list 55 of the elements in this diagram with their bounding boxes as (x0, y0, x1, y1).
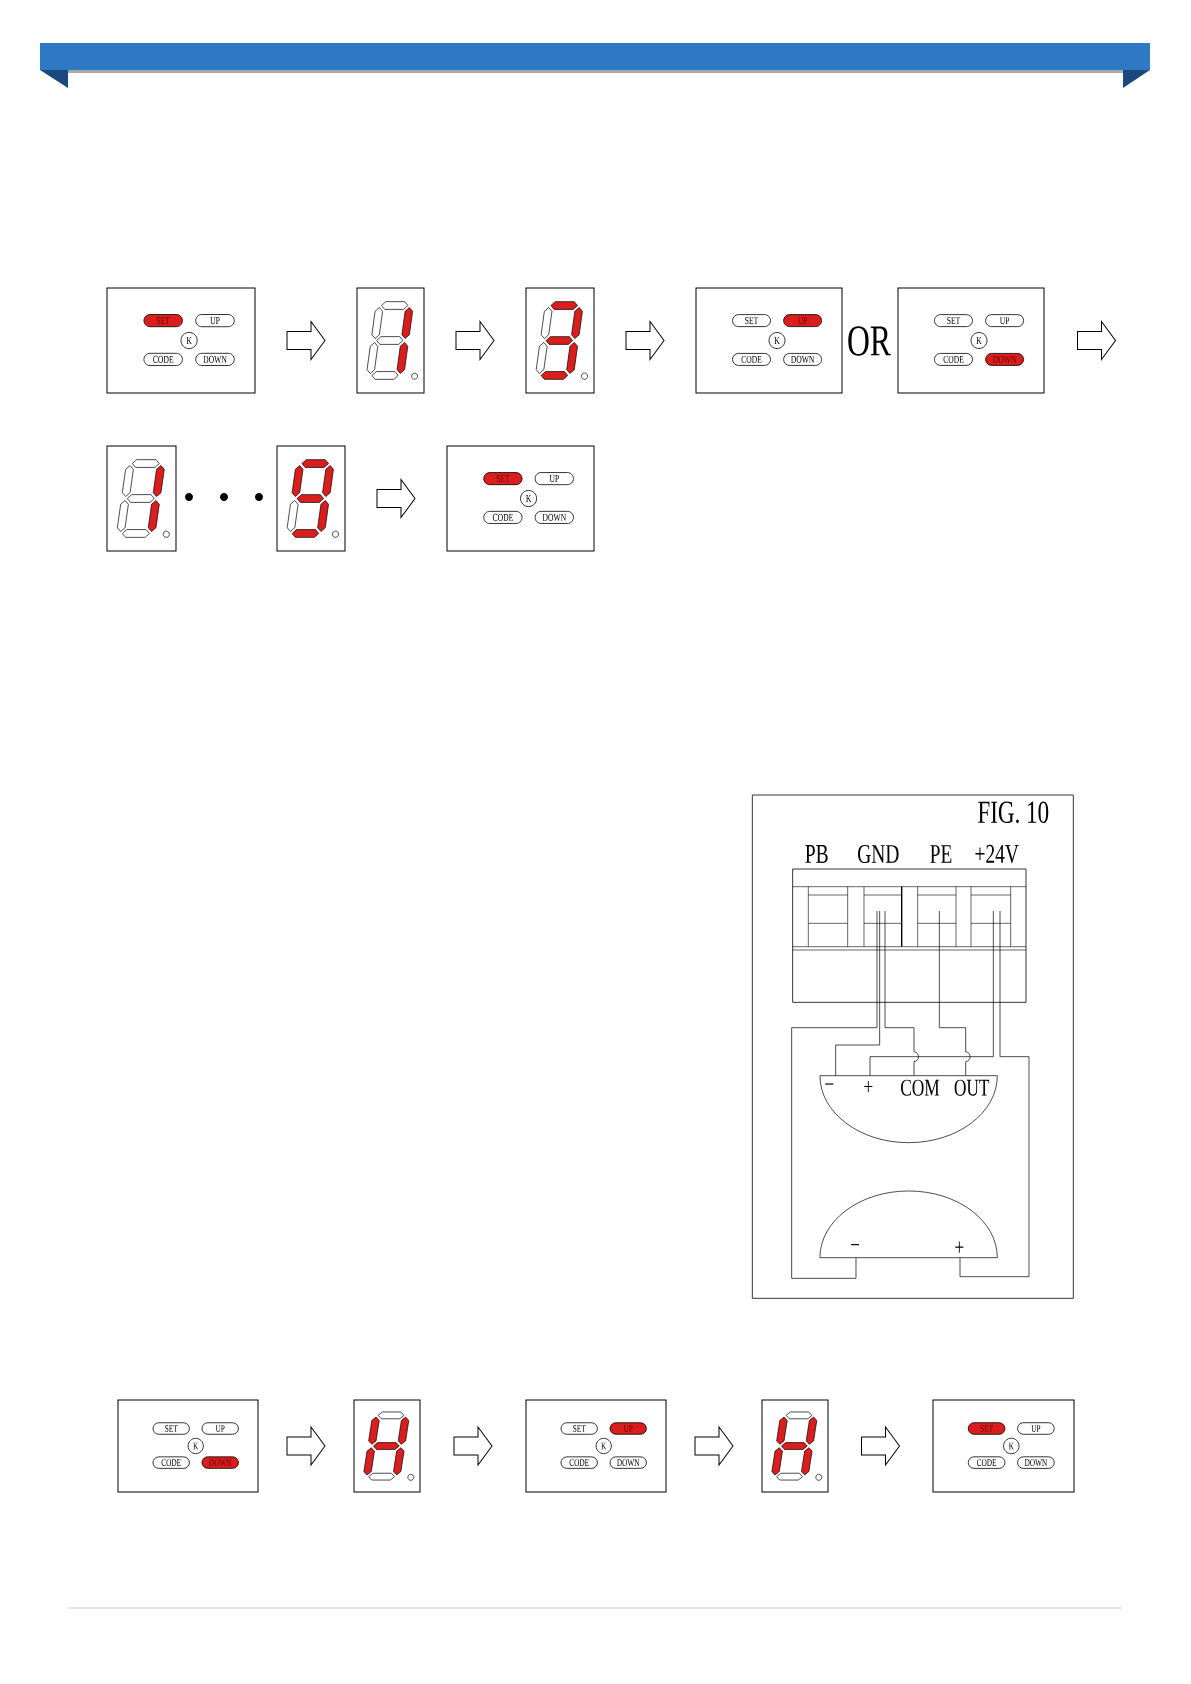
terminal-label: PE (930, 845, 952, 863)
keypad-button: CODE (143, 352, 183, 366)
block-arrow (453, 1426, 493, 1466)
block-arrow (625, 321, 665, 360)
keypad-button: CODE (483, 510, 523, 524)
seven-segment-display (525, 287, 595, 394)
seven-segment-display (106, 445, 177, 552)
terminal-label: GND (858, 844, 899, 864)
keypad-button: SET (732, 314, 771, 327)
keypad-button: CODE (732, 353, 771, 366)
keypad-button: DOWN (195, 352, 235, 366)
seven-segment-display (761, 1399, 829, 1493)
keypad-button: UP (195, 314, 235, 328)
keypad-button: DOWN (609, 1456, 647, 1469)
keypad-button: UP (534, 472, 574, 486)
block-arrow (1077, 321, 1116, 360)
terminal-label: +24V (975, 844, 1019, 864)
keypad-button: CODE (934, 353, 973, 366)
keypad-button: DOWN (783, 353, 822, 366)
seven-segment-display (356, 287, 425, 394)
pin-label: COM (901, 1079, 940, 1096)
keypad-button: UP (609, 1422, 647, 1435)
pin-label: + (955, 1241, 964, 1253)
keypad-button: SET (483, 472, 523, 486)
block-arrow (694, 1426, 734, 1466)
keypad-button: SET (560, 1422, 598, 1435)
terminal-label: PB (805, 845, 828, 863)
keypad-button: DOWN (201, 1456, 239, 1469)
block-arrow (286, 321, 326, 360)
keypad-button: CODE (152, 1456, 190, 1469)
pin-label: + (864, 1080, 873, 1093)
pin-label: − (851, 1244, 860, 1246)
pin-label: − (825, 1083, 834, 1085)
keypad-button: CODE (967, 1456, 1006, 1469)
block-arrow (861, 1426, 900, 1466)
block-arrow (286, 1426, 326, 1466)
keypad-button: UP (783, 314, 822, 327)
keypad-button: SET (143, 314, 183, 328)
keypad-button: SET (967, 1422, 1006, 1435)
block-arrow (455, 321, 495, 360)
keypad-button: SET (152, 1422, 190, 1435)
keypad-button: SET (934, 314, 973, 327)
keypad-button: CODE (560, 1456, 598, 1469)
keypad-button: UP (985, 314, 1024, 327)
seven-segment-display (276, 445, 346, 552)
seven-segment-display (353, 1399, 421, 1493)
keypad-button: DOWN (985, 353, 1024, 366)
or-label: OR (848, 326, 891, 356)
keypad-button: DOWN (534, 510, 574, 524)
keypad-button: UP (1017, 1422, 1055, 1435)
keypad-button: UP (201, 1422, 239, 1435)
keypad-button: DOWN (1017, 1456, 1055, 1469)
figure-caption: FIG. 10 (978, 801, 1049, 824)
pin-label: OUT (954, 1079, 990, 1096)
block-arrow (376, 479, 416, 518)
